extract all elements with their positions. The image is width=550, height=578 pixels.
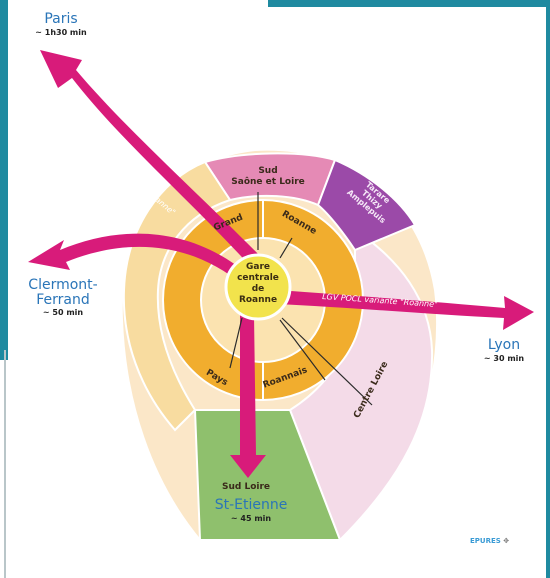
pointer-arrows [229,192,373,406]
logo-epures: EPURES ✥ [470,537,509,545]
arrow-st-etienne [230,315,266,478]
pointer-pays [229,317,243,369]
arrows [28,50,534,478]
sud-saone-line-2: Saône et Loire [231,177,305,187]
city-clermont-time: ~ 50 min [42,308,84,318]
frame-left-edge [4,350,6,578]
city-clermont-name: Clermont- Ferrand [28,277,98,308]
sud-saone-line-1: Sud [258,166,278,176]
center-circle [224,253,292,321]
center-line-4: Roanne [238,295,278,305]
pointer-roanne [279,237,293,259]
region-tarare [316,158,417,252]
center-line-2: centrale [237,273,279,283]
city-st-etienne-name: St-Etienne [214,497,288,513]
region-sud-loire [193,409,342,541]
center-line-3: de [251,284,265,294]
frame-top-bar [268,0,550,7]
city-st-etienne: St-Etienne ~ 45 min [196,498,306,523]
center-label: Gare centrale de Roanne [228,262,288,306]
frame-left-bar [0,0,8,360]
city-lyon: Lyon ~ 30 min [474,338,534,363]
pointer-roannais [279,319,326,381]
city-paris: Paris ~ 1h30 min [26,12,96,37]
logo-mark-icon: ✥ [503,537,510,545]
arrow-lyon [276,290,534,330]
region-label-sud-loire: Sud Loire [222,482,271,492]
center-line-1: Gare [245,262,270,272]
arrow-clermont [28,233,250,286]
city-paris-time: ~ 1h30 min [35,27,87,37]
frame-right-bar [546,0,550,578]
region-label-sud-saone: Sud Saône et Loire [228,166,308,188]
pointer-centre-loire [281,317,373,406]
city-lyon-name: Lyon [487,337,521,353]
arrow-paris [40,50,262,268]
city-lyon-time: ~ 30 min [483,353,525,363]
logo-epures-text: EPURES [470,537,501,545]
city-st-etienne-time: ~ 45 min [230,513,272,523]
city-clermont: Clermont- Ferrand ~ 50 min [18,278,108,318]
city-paris-name: Paris [44,11,78,27]
